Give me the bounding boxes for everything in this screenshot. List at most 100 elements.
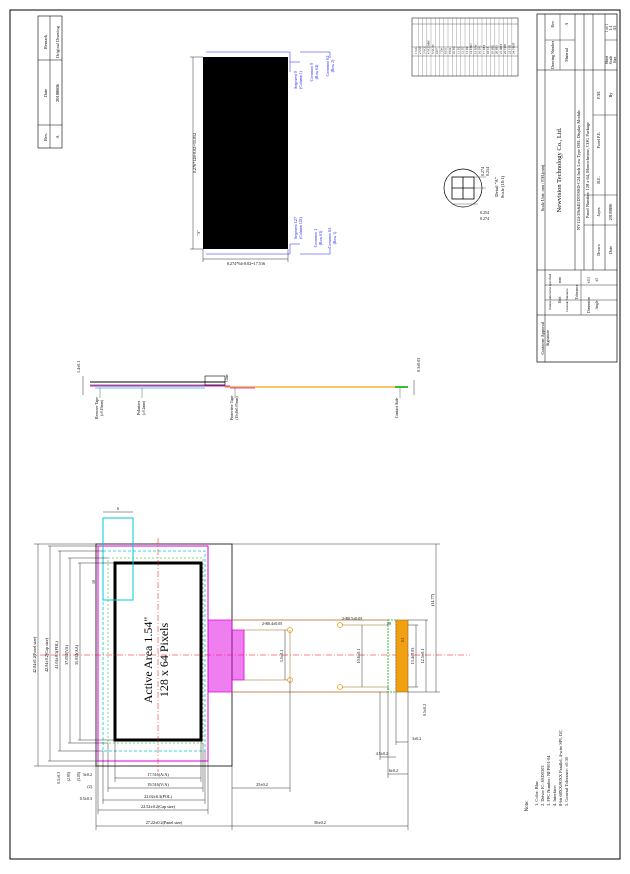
rev-value: A — [564, 22, 569, 25]
segment-127-sub: (Column 128) — [299, 217, 303, 239]
note-4b: 8-bit 68XX/80XX Parallel, 4-wire SPI, I2… — [558, 729, 564, 806]
protective-tape-label: Protective Tape — [229, 395, 234, 420]
note-5: 5. General Tolerance: ±0.30 — [564, 756, 569, 806]
dim-12-5: 12.5±0.1 — [420, 649, 425, 664]
note-3: 3. FPC Number: NFP001-04 — [546, 755, 551, 806]
pinout-row: 24 VBAT — [512, 42, 516, 54]
segment-0-sub: (Column 1) — [299, 70, 303, 88]
rev-label: Rev. — [550, 20, 555, 27]
scale-unit: Scale Unit: mm / P.M.(mm) — [540, 164, 545, 211]
dim-4-5: 4.5±0.2 — [376, 751, 388, 756]
pinout-row: 23 VSS — [508, 44, 512, 54]
segment-127-label: Segment 127 — [293, 217, 298, 239]
dim-2r05: 2-R0.5±0.05 — [342, 616, 362, 621]
drawn-label: Drawn — [596, 243, 601, 255]
glue-block — [204, 375, 226, 386]
be-label: B.E. — [596, 176, 601, 183]
rev-header-remark: Remark — [43, 34, 48, 49]
active-area-title: Active Area 1.54" — [141, 617, 155, 704]
remove-tape-label: Remove Tape — [94, 397, 99, 419]
dim-6a: 6±0.2 — [389, 768, 398, 773]
dimension-value: ±0.3 — [587, 277, 591, 284]
detail-dim-3: 0.254 — [480, 210, 489, 215]
unless-spec: Unless otherwise specified — [548, 274, 552, 311]
common-0-label: Common 0 — [309, 63, 314, 82]
angle-label: Angle — [595, 300, 599, 309]
size-label: Size — [613, 56, 617, 63]
pin-1-label: 1 — [387, 686, 389, 691]
company-name: Newvision Technology Co., Ltd. — [556, 127, 563, 212]
rev-header-rev: Rev. — [43, 133, 48, 141]
pinout-row: 7 D6 — [440, 48, 444, 54]
detail-scale: Scale (10:1) — [500, 175, 505, 198]
dim-2-paren: (2) — [87, 784, 92, 789]
left-dimensions — [34, 543, 115, 767]
dim-10: 10 — [91, 580, 96, 584]
pinout-row: 22 VDD — [503, 43, 507, 54]
rev-header-date: Date — [43, 89, 48, 98]
dim-22-52: 22.52±0.2(Cap size) — [141, 804, 176, 809]
pinout-row: 3 VCC — [423, 46, 427, 54]
notes-block: Note: 1. Color: Blue 2. Driver IC: SSD03… — [525, 729, 569, 811]
pinout-row: 12 D1 — [461, 46, 465, 54]
pinout-row: 10 D3 — [452, 46, 456, 54]
pinout-row: 21 IREF — [499, 43, 503, 54]
scale-label: Scale — [608, 55, 613, 64]
note-2: 2. Driver IC: SSD0303 — [540, 765, 545, 806]
pixel-map-view: 0.276*128-0.02=35.052 0.274*64-0.02=17.5… — [190, 51, 337, 266]
dim-25: 25±0.2 — [256, 782, 268, 787]
detail-title: Detail "A" — [494, 177, 499, 197]
dim-aa-height: 35.052(AA) — [74, 644, 79, 665]
rev-rev-value: A — [55, 135, 60, 139]
dim-13-4: 13.4±0.03 — [410, 648, 415, 665]
pinout-row: 15 R/W — [474, 44, 478, 54]
common-63-sub: (Row 1) — [333, 231, 337, 244]
pinout-row: 6 D7 — [435, 48, 439, 54]
pixel-array — [203, 57, 288, 249]
contact-pads — [395, 619, 409, 693]
dim-17-516: 17.516(A/A) — [147, 772, 169, 777]
dim-3-05: (3.05) — [77, 771, 81, 781]
pixel-width-label: 0.274*64-0.02=17.516 — [227, 261, 265, 266]
pinout-row: 9 D4 — [448, 48, 452, 54]
panel-pe-label: Panel P.E. — [596, 132, 601, 149]
part-number: Panel Number: 128 x 64, Monochrome, COG … — [585, 122, 591, 218]
pinout-row: 2 VSS — [418, 46, 422, 54]
dim-0-5a: 0.5±0.3 — [57, 772, 61, 784]
rev-remark-value: Original Drawing — [55, 25, 60, 58]
glue-label: Glue — [225, 374, 229, 382]
signature-label: Signature — [545, 330, 550, 346]
sheet-label: Sheet — [605, 55, 609, 64]
pixels-label: 128 x 64 Pixels — [157, 623, 171, 698]
dim-2-95: (2.95) — [67, 771, 71, 781]
thickness-label: 1.4±0.1 — [76, 361, 81, 373]
unit-value: mm — [558, 277, 562, 283]
fpc-thickness-label: 0.3±0.03 — [416, 358, 421, 372]
title-block: Scale Unit: mm / P.M.(mm) Drawing Number… — [536, 13, 618, 363]
dim-27-22: 27.22±0.2(Panel size) — [146, 820, 183, 825]
dim-pol-height: 41.04±0.3(POL) — [54, 641, 59, 669]
drawn-by: Jayes — [596, 207, 601, 216]
pixel-height-label: 0.276*128-0.02=35.052 — [192, 133, 197, 173]
tape-area — [102, 517, 134, 601]
front-view: Active Area 1.54" 128 x 64 Pixels 28 1 — [32, 506, 470, 830]
dim-19-516: 19.516(V/A) — [147, 782, 169, 787]
note-4: 4. Interface: — [552, 785, 557, 806]
dim-10-6: 10.6±0.1 — [356, 649, 361, 664]
angle-value: ±1 — [595, 278, 599, 282]
pinout-row: 17 RES — [482, 44, 486, 54]
right-dimensions — [232, 543, 440, 693]
common-62-sub: (Row 2) — [331, 59, 335, 72]
dim-22-02: 22.02±0.3(POL) — [144, 794, 172, 799]
segment-0-label: Segment 0 — [293, 71, 298, 89]
dim-0-5b2: 0.5±0.2 — [422, 704, 427, 716]
rev-date-value: 20100806 — [55, 83, 60, 102]
date-value: 20100806 — [608, 204, 613, 221]
unit-label: Unit — [558, 296, 562, 304]
sheet-value: 1 of 1 — [605, 23, 609, 32]
tolerance-label: Tolerance — [575, 284, 579, 299]
drawing-number-label: Drawing Number — [550, 40, 555, 69]
